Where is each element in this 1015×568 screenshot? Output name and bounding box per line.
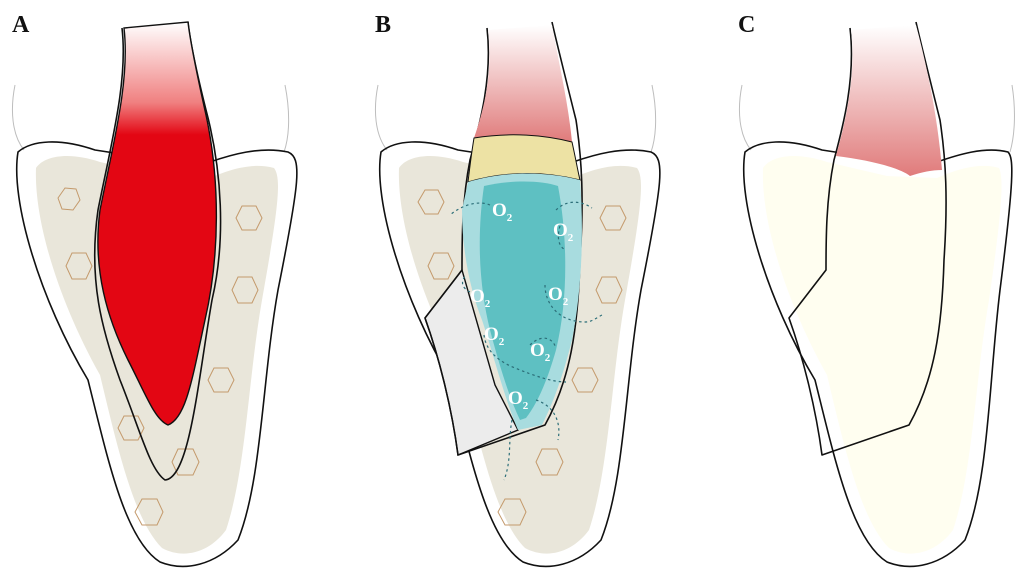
gingiva-line-left [12,85,24,150]
gingiva-line-right [284,85,289,152]
gingiva-line-right [1010,85,1014,152]
panel-c: C [738,12,1014,566]
gingiva-line-left [375,85,387,150]
panel-label-b: B [375,12,391,38]
panel-label-c: C [738,12,755,38]
gingiva-line-left [739,85,751,150]
panel-a: A [12,12,297,566]
regenerated-bone [763,156,1002,554]
gingiva-line-right [651,85,656,152]
panel-b: B O2 O2 O2 O2 O2 O2 O2 [375,12,660,566]
panel-label-a: A [12,12,30,38]
